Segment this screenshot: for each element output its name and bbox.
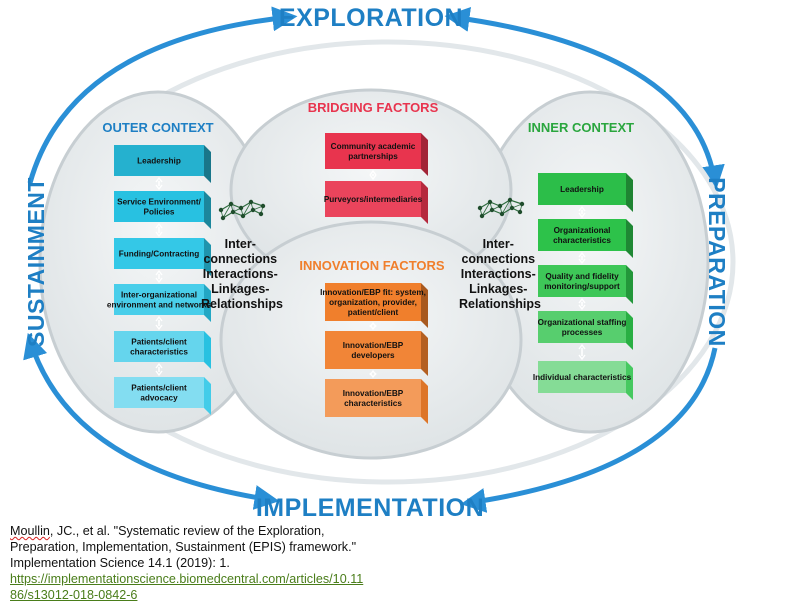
outer-context-label: Funding/Contracting (119, 250, 200, 259)
innovation-factor-box-face (325, 331, 421, 369)
inner-context-box: Individual characteristics (533, 361, 633, 400)
outer-context-label: Service Environment/Policies (117, 198, 201, 217)
connector-arrowhead (578, 297, 586, 311)
citation: Moullin, JC., et al. "Systematic review … (10, 523, 430, 603)
outer-context-box-face (114, 331, 204, 362)
connector-arrowhead (155, 362, 163, 377)
inner-context-box-face (538, 361, 626, 393)
inner-context-box-face (538, 219, 626, 251)
inner-context-label: Individual characteristics (533, 373, 632, 382)
interconnections-label-right: Inter- connections Interactions- Linkage… (459, 237, 541, 311)
outer-context-label: Leadership (137, 157, 181, 166)
bridging-factors-title: BRIDGING FACTORS (308, 100, 439, 115)
innovation-factors-title: INNOVATION FACTORS (299, 258, 445, 273)
arrow-exploration-to-preparation (444, 6, 725, 191)
connector-arrowhead (369, 169, 377, 181)
outer-context-box-face (114, 145, 204, 176)
citation-text-3: Implementation Science 14.1 (2019): 1. (10, 556, 230, 570)
innovation-factor-box-face (325, 283, 421, 321)
outer-context-box-face (114, 284, 204, 315)
connector-arrowhead (578, 343, 586, 361)
innovation-factors-stack: Innovation/EBP fit: system,organization,… (320, 283, 428, 424)
citation-author: Moullin (10, 524, 50, 538)
outer-context-title: OUTER CONTEXT (102, 120, 213, 135)
citation-text-1: , JC., et al. "Systematic review of the … (49, 524, 325, 538)
arrow-implementation-to-sustainment (23, 332, 280, 510)
outer-context-box: Leadership (114, 145, 211, 183)
network-icon (218, 199, 266, 221)
inner-context-box-face (538, 173, 626, 205)
outer-context-box: Funding/Contracting (114, 238, 211, 276)
citation-text-2: Preparation, Implementation, Sustainment… (10, 540, 357, 554)
outer-context-box-face (114, 377, 204, 408)
connector-arrowhead (155, 269, 163, 284)
phase-preparation: PREPARATION (704, 177, 730, 347)
citation-link-1[interactable]: https://implementationscience.biomedcent… (10, 572, 364, 586)
inner-context-box: Leadership (538, 173, 633, 212)
innovation-factor-box-face (325, 379, 421, 417)
citation-link-2[interactable]: 86/s13012-018-0842-6 (10, 588, 138, 602)
phase-implementation: IMPLEMENTATION (256, 494, 484, 522)
connector-arrowhead (155, 222, 163, 238)
connector-arrowhead (369, 369, 377, 379)
cycle-arrows (23, 6, 725, 513)
connector-arrowhead (155, 176, 163, 191)
connector-arrowhead (578, 205, 586, 219)
arrow-preparation-to-implementation (460, 347, 718, 513)
inner-context-title: INNER CONTEXT (528, 120, 634, 135)
connector-arrowhead (578, 251, 586, 265)
phase-sustainment: SUSTAINMENT (23, 177, 49, 347)
interconnections-label-left: Inter- connections Interactions- Linkage… (201, 237, 283, 311)
arrow-sustainment-to-exploration (27, 6, 298, 184)
outer-context-box-face (114, 238, 204, 269)
innovation-factor-label: Innovation/EBP fit: system,organization,… (320, 288, 426, 317)
connector-arrowhead (155, 315, 163, 331)
outer-context-box-face (114, 191, 204, 222)
inner-context-label: Leadership (560, 185, 604, 194)
outer-context-box: Service Environment/Policies (114, 191, 211, 229)
bridging-factor-box-face (325, 181, 421, 217)
bridging-factor-box-face (325, 133, 421, 169)
bridging-factor-label: Purveyors/intermediaries (324, 195, 423, 204)
phase-exploration: EXPLORATION (279, 4, 463, 32)
inner-context-box-face (538, 311, 626, 343)
network-icon (477, 197, 525, 219)
inner-context-box-face (538, 265, 626, 297)
innovation-factor-box: Innovation/EBP fit: system,organization,… (320, 283, 428, 328)
bridging-factor-box: Purveyors/intermediaries (324, 181, 428, 224)
connector-arrowhead (369, 321, 377, 331)
